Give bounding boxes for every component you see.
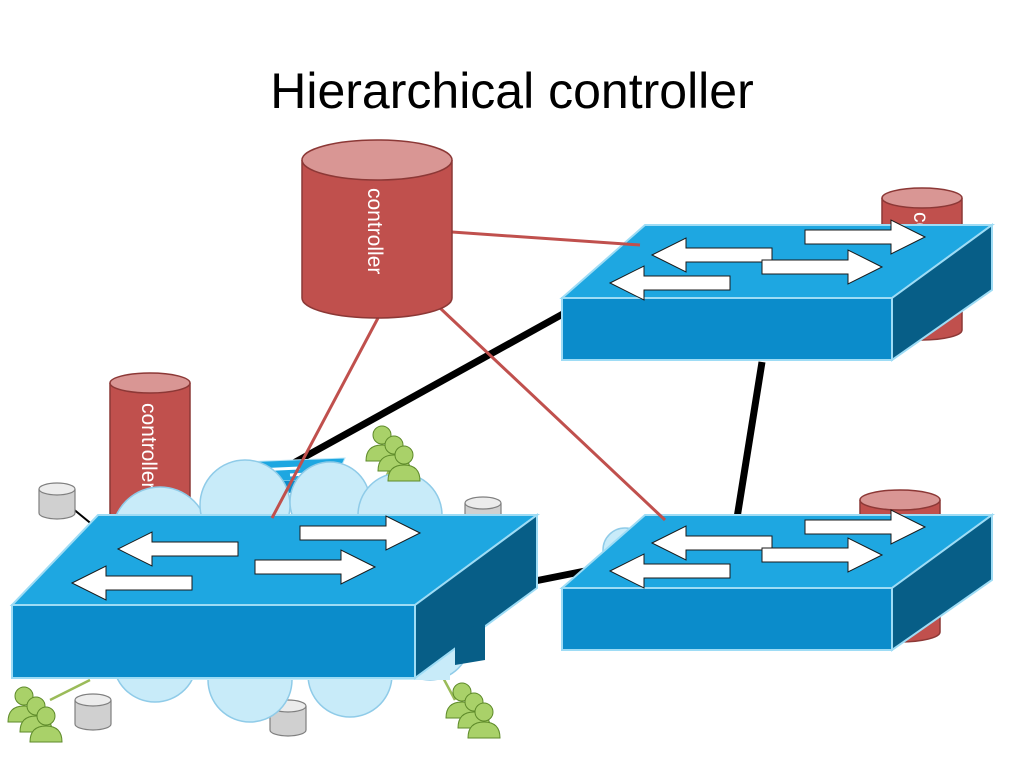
control-link [438,306,667,522]
left-controller-label: controller [137,403,160,489]
right-bottom-switch [559,509,996,652]
user-group-icon [365,425,421,482]
host-icon [74,693,112,731]
data-link [733,361,766,519]
control-link [270,317,380,519]
user-group-icon [445,682,501,739]
data-link [288,306,572,469]
root-controller-label: controller [363,188,386,274]
host-icon [38,482,76,520]
root-controller: controller [301,139,453,319]
control-link [451,230,641,247]
page-title: Hierarchical controller [270,63,754,119]
right-top-switch [559,219,996,362]
left-switch [9,513,541,680]
user-group-icon [7,686,63,743]
